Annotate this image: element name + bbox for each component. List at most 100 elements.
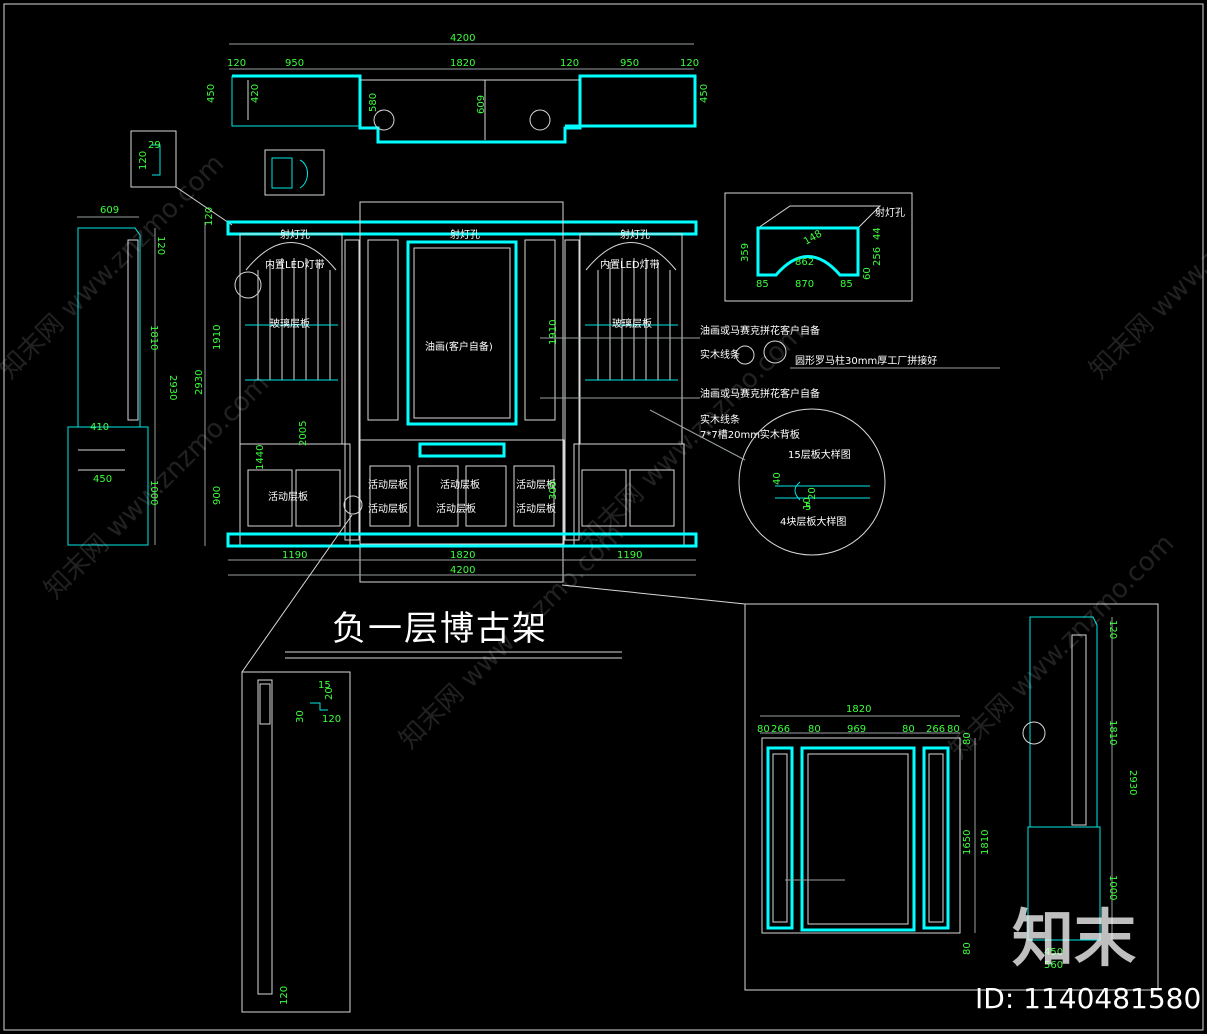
arch-c: 256	[872, 247, 883, 266]
pil-c: 30	[295, 710, 306, 723]
front-bottom-total: 4200	[450, 565, 475, 576]
dim-overall: 4200	[450, 33, 475, 44]
arch-b: 60	[862, 267, 873, 280]
side2-d2: 560	[1044, 960, 1063, 971]
dim-seg-6: 120	[680, 58, 699, 69]
top-plan: 4200 120 950 1820 120 950 120 450 420 58…	[206, 33, 710, 144]
arch-label: 射灯孔	[875, 207, 905, 219]
movable-shelf-1: 活动层板	[268, 490, 308, 503]
front-bottom-right: 1190	[617, 550, 642, 561]
watermark-1: 知末网 www.znzmo.com	[0, 149, 230, 385]
light-hole-left: 射灯孔	[280, 229, 310, 241]
watermark-5: 知末网 www.znzmo.com	[944, 529, 1180, 765]
movable-shelf-2: 活动层板	[368, 478, 408, 491]
front-left-cab: 1440	[255, 445, 266, 470]
elev2-seg-1: 80	[757, 724, 770, 735]
dim-right-depth: 450	[699, 84, 710, 103]
movable-shelf-7: 活动层板	[516, 502, 556, 515]
side2-upper: 1810	[1107, 720, 1118, 745]
led-right: 内置LED灯带	[600, 258, 660, 271]
movable-shelf-3: 活动层板	[368, 502, 408, 515]
elev2-right-1: 80	[962, 732, 973, 745]
pilaster-detail: 15 20 30 120 120	[241, 671, 351, 1013]
detail-d1: 29	[148, 140, 161, 151]
elev2-seg-7: 80	[947, 724, 960, 735]
dim-seg-2: 950	[285, 58, 304, 69]
arch-d: 44	[872, 227, 883, 240]
watermarks: 知末网 www.znzmo.com 知末网 www.znzmo.com 知末网 …	[0, 149, 1207, 765]
dim-seg-3: 1820	[450, 58, 475, 69]
elevation-2: 1820 80 266 80 969 80 266 80 80 1650 181…	[744, 603, 1159, 991]
light-hole-mid: 射灯孔	[450, 229, 480, 241]
shelf-left: 玻璃层板	[270, 317, 310, 330]
pil-e: 120	[279, 986, 290, 1005]
dim-seg-5: 950	[620, 58, 639, 69]
front-elevation: 射灯孔 射灯孔 射灯孔 内置LED灯带 内置LED灯带 玻璃层板 玻璃层板 油画…	[194, 201, 698, 583]
led-left: 内置LED灯带	[265, 258, 325, 271]
arch-w1: 85	[756, 279, 769, 290]
circle-n4: 10	[802, 497, 813, 510]
dim-left-depth: 450	[206, 84, 217, 103]
dim-mid-b: 609	[476, 95, 487, 114]
dim-mid-a: 580	[368, 93, 379, 112]
pil-a: 15	[318, 680, 331, 691]
dim-seg-1: 120	[227, 58, 246, 69]
circle-n3: 5	[805, 502, 811, 513]
note-1: 油画或马赛克拼花客户自备	[700, 324, 820, 337]
note-2: 实木线条	[700, 348, 740, 361]
circle-n1: 40	[772, 472, 783, 485]
elev2-right-3: 1810	[980, 830, 991, 855]
side-total: 2930	[167, 375, 178, 400]
side-base: 1000	[148, 480, 159, 505]
front-left-height: 1910	[212, 325, 223, 350]
pil-b: 20	[324, 687, 335, 700]
brand-logo: 知末	[1012, 902, 1136, 975]
drawing-id: ID: 1140481580	[975, 982, 1201, 1015]
side-counter-width: 410	[90, 422, 109, 433]
elev2-seg-5: 80	[902, 724, 915, 735]
pil-d: 120	[322, 714, 341, 725]
front-left-total: 2930	[194, 370, 205, 395]
movable-shelf-5: 活动层板	[436, 502, 476, 515]
front-right-mid: 1910	[548, 320, 559, 345]
front-right-cab: 300	[548, 481, 559, 500]
movable-shelf-4: 活动层板	[440, 478, 480, 491]
shelf-right: 玻璃层板	[612, 317, 652, 330]
movable-shelf-6: 活动层板	[516, 478, 556, 491]
circle-bottom-label: 4块层板大样图	[780, 515, 846, 528]
dim-seg-4: 120	[560, 58, 579, 69]
front-top: 120	[204, 207, 215, 226]
elev2-seg-4: 969	[847, 724, 866, 735]
elev2-seg-3: 80	[808, 724, 821, 735]
detail-small: 29 120	[130, 130, 325, 226]
elev2-seg-2: 266	[771, 724, 790, 735]
drawing-frame	[3, 3, 1204, 1031]
circle-n2: 20	[807, 487, 818, 500]
front-bottom-mid: 1820	[450, 550, 475, 561]
elev2-right-2: 1650	[962, 830, 973, 855]
note-3: 圆形罗马柱30mm厚工厂拼接好	[795, 354, 937, 367]
note-6: 7*7槽20mm实木背板	[700, 428, 800, 441]
arch-w2: 870	[795, 279, 814, 290]
elev2-right-4: 80	[962, 942, 973, 955]
drawing-title: 负一层博古架	[332, 609, 548, 649]
arch-detail: 射灯孔 359 85 870 85 862 148 60 256 44	[724, 192, 913, 302]
note-4: 油画或马赛克拼花客户自备	[700, 387, 820, 400]
arch-a: 148	[802, 229, 824, 248]
detail-d2: 120	[138, 151, 149, 170]
side-view: 609 120 1810 2930 410 450 1000	[67, 205, 178, 546]
dim-left-inner: 420	[250, 84, 261, 103]
left-bars	[257, 258, 331, 380]
painting-label: 油画(客户自备)	[425, 340, 493, 353]
side2-total: 2930	[1127, 770, 1138, 795]
front-bottom-left: 1190	[282, 550, 307, 561]
light-hole-right: 射灯孔	[620, 229, 650, 241]
circle-detail: 15层板大样图 4块层板大样图 40 20 5 10	[649, 408, 886, 556]
note-5: 实木线条	[700, 413, 740, 426]
arch-r: 862	[795, 257, 814, 268]
arch-h: 359	[740, 243, 751, 262]
front-left-base: 900	[212, 486, 223, 505]
side2-base: 1000	[1107, 875, 1118, 900]
notes: 油画或马赛克拼花客户自备 实木线条 圆形罗马柱30mm厚工厂拼接好 油画或马赛克…	[540, 324, 1000, 441]
